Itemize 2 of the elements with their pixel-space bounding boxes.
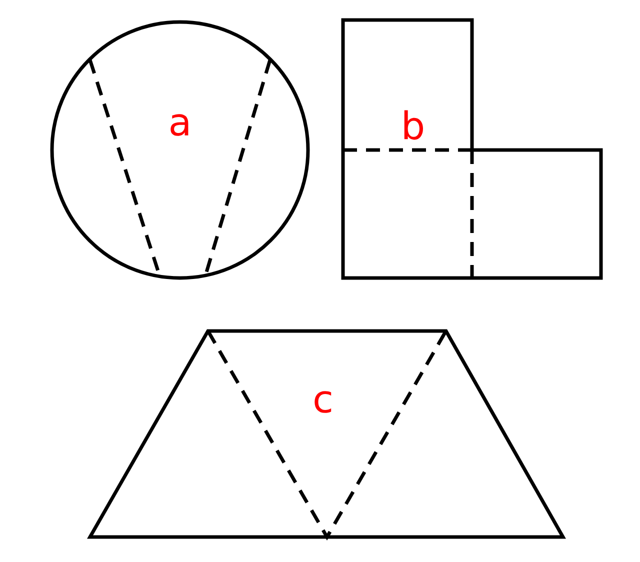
- circle-figure: a: [50, 20, 310, 280]
- l-shape-figure: b: [341, 18, 603, 280]
